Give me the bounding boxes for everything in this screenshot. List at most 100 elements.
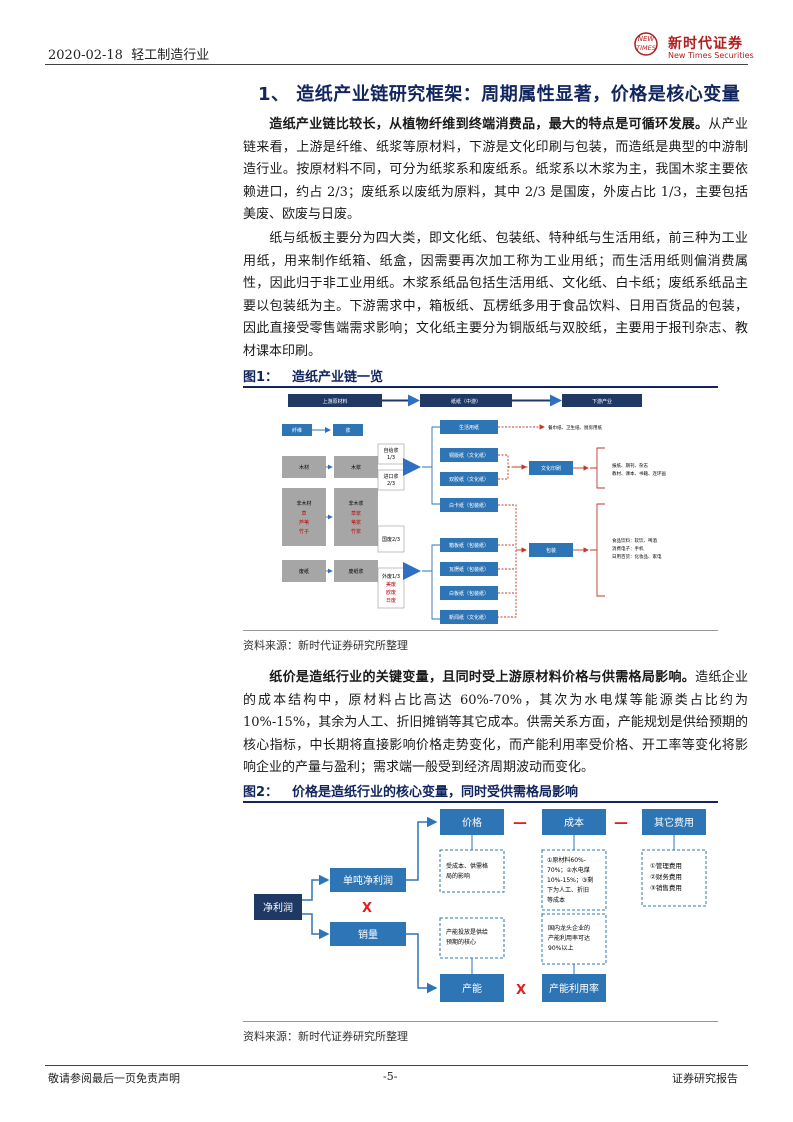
- cost-note: 10%-15%；③剩: [547, 876, 593, 884]
- paper-offset: [440, 472, 498, 486]
- wood-label: 木材: [299, 464, 309, 471]
- paper-whiteboard-label: 白板纸（包装纸）: [449, 590, 489, 597]
- paper-newsprint-label: 新闻纸（文化纸）: [449, 614, 489, 621]
- other-note: ①管理费用: [650, 861, 682, 870]
- paragraph-body: 纸与纸板主要分为四大类，即文化纸、包装纸、特种纸与生活用纸，前三种为工业用纸，用…: [243, 231, 748, 359]
- paper-corrugated-label: 瓦楞纸（包装纸）: [449, 566, 489, 573]
- paper-tissue: 生活用纸: [440, 420, 498, 434]
- fiber-label: 纤维: [292, 427, 302, 434]
- import-pulp-ratio: 2/3: [387, 481, 395, 487]
- figure2-title: 图2：价格是造纸行业的核心变量，同时受供需格局影响: [243, 785, 579, 800]
- figure1-diagram: 上游原材料 纸纸（中游） 下游产业 纤维 浆 木材 木浆 自给浆 1/3 进口浆…: [282, 394, 666, 624]
- cost-label: 成本: [564, 816, 584, 829]
- stage-downstream: [562, 394, 642, 407]
- header-divider: [45, 64, 748, 65]
- fiber-box: [282, 424, 312, 436]
- stage-downstream-label: 下游产业: [592, 398, 612, 405]
- capacity-note-box: [439, 917, 505, 959]
- waste-box: [282, 560, 326, 582]
- figure2-source: 资料来源：新时代证券研究所整理: [243, 1030, 408, 1043]
- footer-divider: [45, 1065, 748, 1066]
- price-note: 局的影响: [446, 872, 470, 880]
- waste-label: 废纸: [299, 568, 309, 575]
- non-wood-item: 草: [301, 510, 306, 517]
- non-wood-box: [282, 488, 326, 546]
- import-pulp-box: [377, 469, 405, 491]
- cost-box: [542, 809, 606, 835]
- paper-boxboard-label: 箱板纸（包装纸）: [449, 542, 489, 549]
- packaging-uses: 食品饮料：软饮、啤酒: [612, 537, 657, 544]
- capacity-box: [440, 974, 504, 1002]
- non-wood-pulp-item: 竹浆: [351, 528, 361, 535]
- paper-white-card-label: 白卡纸（包装纸）: [449, 502, 489, 509]
- paragraph-industry-chain: 造纸产业链比较长，从植物纤维到终端消费品，最大的特点是可循环发展。从产业链来看，…: [243, 114, 748, 227]
- non-wood-pulp-item: 苇浆: [351, 519, 361, 526]
- wood-pulp-box: [334, 456, 378, 478]
- footer-report-type: 证券研究报告: [672, 1072, 738, 1085]
- brand-name-en: New Times Securities: [668, 51, 754, 60]
- culture-uses: 教材、课本、书籍、连环画: [612, 470, 666, 477]
- paper-corrugated: [440, 562, 498, 576]
- stage-upstream: [288, 394, 382, 407]
- footer-disclaimer[interactable]: 敬请参阅最后一页免责声明: [48, 1072, 180, 1085]
- paragraph-lead: 造纸产业链比较长，从植物纤维到终端消费品，最大的特点是可循环发展。: [269, 117, 709, 132]
- paper-white-card: [440, 498, 498, 512]
- wood-box: [282, 456, 326, 478]
- net-profit-box: [254, 894, 302, 920]
- price-note-box: [439, 849, 505, 893]
- price-box: [440, 809, 504, 835]
- price-label: 价格: [462, 816, 482, 829]
- stage-mid-label: 纸纸（中游）: [451, 398, 481, 405]
- self-pulp-ratio: 1/3: [387, 455, 395, 461]
- non-wood-item: 竹子: [299, 528, 309, 535]
- non-wood-pulp-box: [334, 488, 378, 546]
- figure1-source-rule: [243, 630, 718, 631]
- culture-uses: 报纸、期刊、杂志: [612, 462, 648, 469]
- culture-print-box: [529, 461, 573, 475]
- other-cost-box: [642, 809, 706, 835]
- times-operator: X: [362, 901, 372, 916]
- tissue-uses: 餐巾纸、卫生纸、厨房用纸: [548, 424, 602, 431]
- packaging-uses: 日用百货：化妆品、家电: [612, 553, 662, 560]
- times-operator: X: [516, 983, 526, 998]
- domestic-waste-box: [377, 525, 405, 553]
- self-pulp-label: 自给浆: [383, 447, 398, 454]
- paper-newsprint: [440, 610, 498, 624]
- foreign-waste-item: 美废: [386, 581, 396, 588]
- pulp-box: [333, 424, 363, 436]
- packaging-uses: 消费电子：手机: [612, 545, 644, 552]
- cost-note: ①原材料60%-: [547, 856, 586, 864]
- packaging-label: 包装: [546, 547, 556, 554]
- non-wood-pulp-item: 草浆: [351, 510, 361, 517]
- header-date-sector: 2020-02-18 轻工制造行业: [48, 48, 210, 63]
- svg-text:生活用纸: 生活用纸: [459, 424, 479, 431]
- volume-label: 销量: [358, 928, 378, 941]
- paper-coated: [440, 448, 498, 462]
- figure1-source: 资料来源：新时代证券研究所整理: [243, 639, 408, 652]
- paragraph-body: 从产业链来看，上游是纤维、纸浆等原材料，下游是文化印刷与包装，而造纸是典型的中游…: [243, 117, 748, 222]
- other-cost-label: 其它费用: [654, 816, 694, 829]
- util-note: 产能利用率可达: [548, 934, 590, 942]
- foreign-waste-item: 欧废: [386, 589, 396, 596]
- cost-note: 等成本: [547, 896, 565, 904]
- paper-whiteboard: [440, 586, 498, 600]
- figure1-title: 图1：造纸产业链一览: [243, 370, 384, 385]
- figure2-diagram: 净利润 单吨净利润 X 销量 价格 — 成本 — 其它费用 受成本、供需格 局的…: [254, 809, 707, 1002]
- price-note: 受成本、供需格: [446, 862, 488, 870]
- self-pulp-box: [377, 443, 405, 465]
- paper-coated-label: 铜版纸（文化纸）: [449, 452, 489, 459]
- figure2-rule: [243, 801, 718, 803]
- page-number: -5-: [383, 1070, 398, 1083]
- pulp-label: 浆: [345, 427, 350, 434]
- minus-operator: —: [513, 815, 527, 831]
- figure2-source-rule: [243, 1021, 718, 1022]
- unit-profit-box: [330, 868, 406, 892]
- cost-note: 下为人工、折旧: [547, 886, 589, 894]
- brand-logo-icon: NEW TIMES: [634, 32, 658, 56]
- paper-boxboard: [440, 538, 498, 552]
- stage-upstream-label: 上游原材料: [322, 398, 347, 405]
- paragraph-price-variable: 纸价是造纸行业的关键变量，且同时受上游原材料价格与供需格局影响。造纸企业的成本结…: [243, 667, 748, 780]
- foreign-waste-item: 日废: [386, 597, 396, 604]
- utilization-box: [542, 974, 606, 1002]
- foreign-waste-label: 外废1/3: [382, 573, 400, 580]
